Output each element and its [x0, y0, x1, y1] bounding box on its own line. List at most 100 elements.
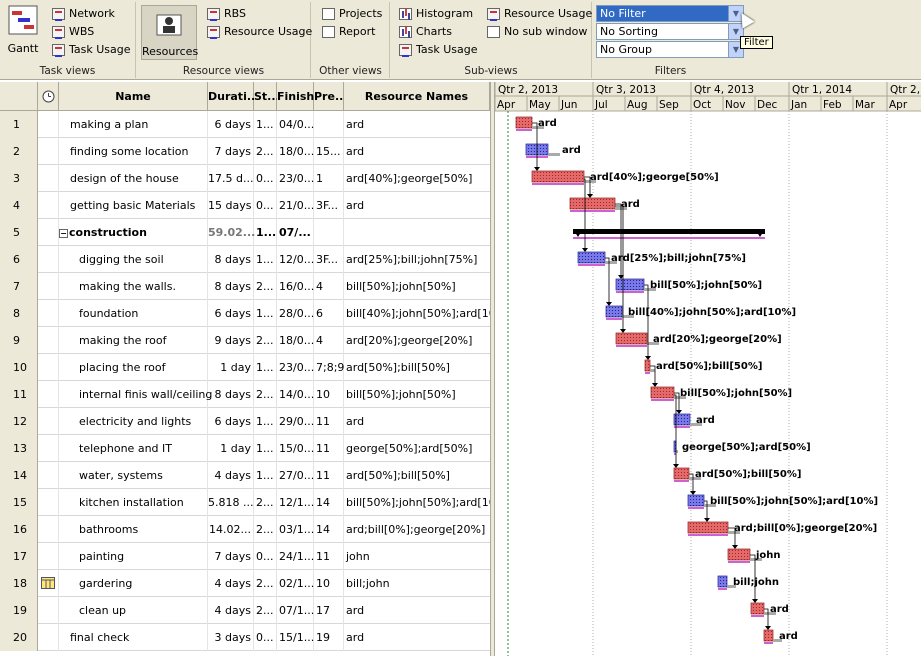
predecessors-cell[interactable]: [314, 219, 344, 246]
resource-names-cell[interactable]: ard[50%];bill[50%]: [346, 469, 450, 482]
resources-button[interactable]: Resources: [141, 5, 198, 60]
duration-cell[interactable]: 7 days: [208, 543, 254, 570]
filter-select[interactable]: No Filter ▼: [596, 5, 744, 22]
row-number[interactable]: 12: [0, 408, 38, 435]
start-cell[interactable]: 0...: [254, 165, 277, 192]
finish-cell[interactable]: 28/0...: [277, 300, 314, 327]
projects-button[interactable]: Projects: [322, 7, 382, 20]
task-name-cell[interactable]: telephone and IT: [59, 435, 208, 462]
duration-cell[interactable]: 8 days: [208, 381, 254, 408]
task-name-cell[interactable]: design of the house: [59, 165, 208, 192]
duration-cell[interactable]: 4 days: [208, 597, 254, 624]
predecessors-cell[interactable]: 11: [314, 543, 344, 570]
predecessors-cell[interactable]: 10: [314, 570, 344, 597]
task-name-cell[interactable]: making the walls.: [59, 273, 208, 300]
task-name-cell[interactable]: digging the soil: [59, 246, 208, 273]
start-cell[interactable]: 2...: [254, 381, 277, 408]
resource-names-cell[interactable]: john: [346, 550, 370, 563]
duration-cell[interactable]: 1 day: [208, 354, 254, 381]
resource-names-cell[interactable]: ard;bill[0%];george[20%]: [346, 523, 486, 536]
resource-names-cell[interactable]: bill[50%];john[50%]: [346, 280, 456, 293]
pane-splitter[interactable]: [490, 82, 495, 656]
task-name-cell[interactable]: getting basic Materials: [59, 192, 208, 219]
finish-cell[interactable]: 29/0...: [277, 408, 314, 435]
chevron-down-icon[interactable]: ▼: [728, 24, 743, 39]
collapse-icon[interactable]: −: [59, 228, 68, 238]
start-cell[interactable]: 0...: [254, 543, 277, 570]
finish-cell[interactable]: 14/0...: [277, 381, 314, 408]
row-number[interactable]: 8: [0, 300, 38, 327]
start-cell[interactable]: 1...: [254, 219, 277, 246]
chevron-down-icon[interactable]: ▼: [728, 42, 743, 57]
duration-cell[interactable]: 15 days: [208, 192, 254, 219]
resource-names-cell[interactable]: ard[40%];george[50%]: [346, 172, 473, 185]
row-number[interactable]: 13: [0, 435, 38, 462]
header-name[interactable]: Name: [59, 82, 208, 111]
subview-task-usage-button[interactable]: Task Usage: [399, 43, 478, 57]
row-number[interactable]: 5: [0, 219, 38, 246]
start-cell[interactable]: 0...: [254, 192, 277, 219]
charts-button[interactable]: Charts: [399, 25, 452, 38]
start-cell[interactable]: 2...: [254, 138, 277, 165]
task-name-cell[interactable]: internal finis wall/ceiling: [59, 381, 212, 408]
header-start[interactable]: St...: [254, 82, 280, 111]
duration-cell[interactable]: 1 day: [208, 435, 254, 462]
resource-names-cell[interactable]: ard: [346, 118, 365, 131]
task-name-cell[interactable]: −construction: [59, 219, 208, 246]
resource-names-cell[interactable]: ard[20%];george[20%]: [346, 334, 473, 347]
task-name-cell[interactable]: foundation: [59, 300, 208, 327]
chevron-down-icon[interactable]: ▼: [728, 6, 743, 21]
predecessors-cell[interactable]: 10: [314, 381, 344, 408]
finish-cell[interactable]: 24/1...: [277, 543, 314, 570]
row-number[interactable]: 17: [0, 543, 38, 570]
header-predecessors[interactable]: Pre...: [314, 82, 347, 111]
duration-cell[interactable]: 4 days: [208, 462, 254, 489]
resource-names-cell[interactable]: bill[50%];john[50%];ard[10...: [346, 496, 507, 509]
row-number[interactable]: 11: [0, 381, 38, 408]
wbs-button[interactable]: WBS: [52, 25, 94, 39]
resource-names-cell[interactable]: bill[50%];john[50%]: [346, 388, 456, 401]
sorting-select[interactable]: No Sorting ▼: [596, 23, 744, 40]
row-number[interactable]: 15: [0, 489, 38, 516]
start-cell[interactable]: 1...: [254, 300, 277, 327]
start-cell[interactable]: 2...: [254, 489, 277, 516]
predecessors-cell[interactable]: 15...: [314, 138, 344, 165]
task-name-cell[interactable]: electricity and lights: [59, 408, 208, 435]
duration-cell[interactable]: 7 days: [208, 138, 254, 165]
predecessors-cell[interactable]: [314, 111, 344, 138]
group-select[interactable]: No Group ▼: [596, 41, 744, 58]
finish-cell[interactable]: 07/...: [277, 219, 314, 246]
start-cell[interactable]: 0...: [254, 624, 277, 651]
header-resource-names[interactable]: Resource Names: [344, 82, 490, 111]
start-cell[interactable]: 1...: [254, 462, 277, 489]
row-number[interactable]: 18: [0, 570, 38, 597]
resource-names-cell[interactable]: ard: [346, 199, 365, 212]
report-button[interactable]: Report: [322, 25, 375, 38]
row-number[interactable]: 6: [0, 246, 38, 273]
resource-names-cell[interactable]: george[50%];ard[50%]: [346, 442, 473, 455]
finish-cell[interactable]: 12/1...: [277, 489, 314, 516]
task-name-cell[interactable]: kitchen installation: [59, 489, 208, 516]
histogram-button[interactable]: Histogram: [399, 7, 473, 20]
task-name-cell[interactable]: gardering: [59, 570, 208, 597]
header-duration[interactable]: Durati...: [208, 82, 259, 111]
row-number[interactable]: 19: [0, 597, 38, 624]
row-number[interactable]: 10: [0, 354, 38, 381]
task-name-cell[interactable]: final check: [59, 624, 208, 651]
row-number[interactable]: 9: [0, 327, 38, 354]
task-name-cell[interactable]: finding some location: [59, 138, 208, 165]
start-cell[interactable]: 2...: [254, 597, 277, 624]
resource-names-cell[interactable]: ard: [346, 604, 365, 617]
task-name-cell[interactable]: making a plan: [59, 111, 208, 138]
subview-resource-usage-button[interactable]: Resource Usage: [487, 7, 592, 21]
resource-names-cell[interactable]: ard: [346, 415, 365, 428]
start-cell[interactable]: 2...: [254, 327, 277, 354]
task-name-cell[interactable]: placing the roof: [59, 354, 208, 381]
